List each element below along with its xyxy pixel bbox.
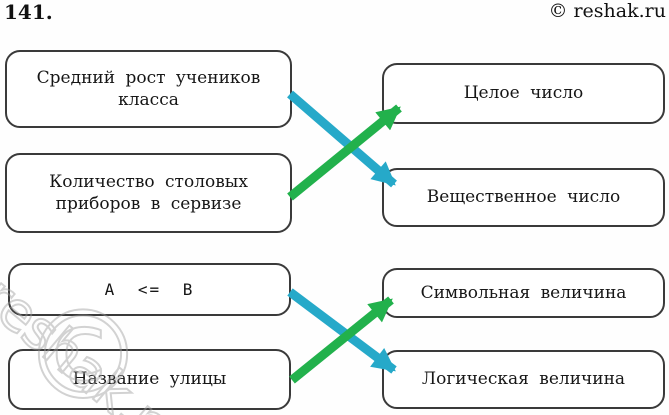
right-box-symbolic-value: Символьная величина [382,268,665,318]
copyright-notice: © reshak.ru [548,0,666,22]
connection-arrow-2 [287,288,397,374]
box-label: A <= B [104,279,195,299]
connection-arrow-4 [289,296,394,384]
left-box-comparison-expression: A <= B [8,263,291,316]
box-label: Средний рост учеников класса [36,67,261,110]
right-box-real-number: Вещественное число [382,168,665,227]
connection-arrow-1 [287,90,397,188]
box-label: Символьная величина [420,282,627,303]
left-box-average-height: Средний рост учеников класса [5,50,292,128]
box-label: Целое число [463,83,584,104]
box-label: Название улицы [72,369,227,390]
left-box-cutlery-count: Количество столовых приборов в сервизе [5,153,292,233]
box-label: Вещественное число [426,187,621,208]
box-label: Логическая величина [421,369,626,390]
exercise-number: 141. [4,0,53,24]
left-box-street-name: Название улицы [8,349,291,410]
right-box-logical-value: Логическая величина [382,350,665,409]
box-label: Количество столовых приборов в сервизе [49,171,248,214]
right-box-integer-number: Целое число [382,63,665,124]
